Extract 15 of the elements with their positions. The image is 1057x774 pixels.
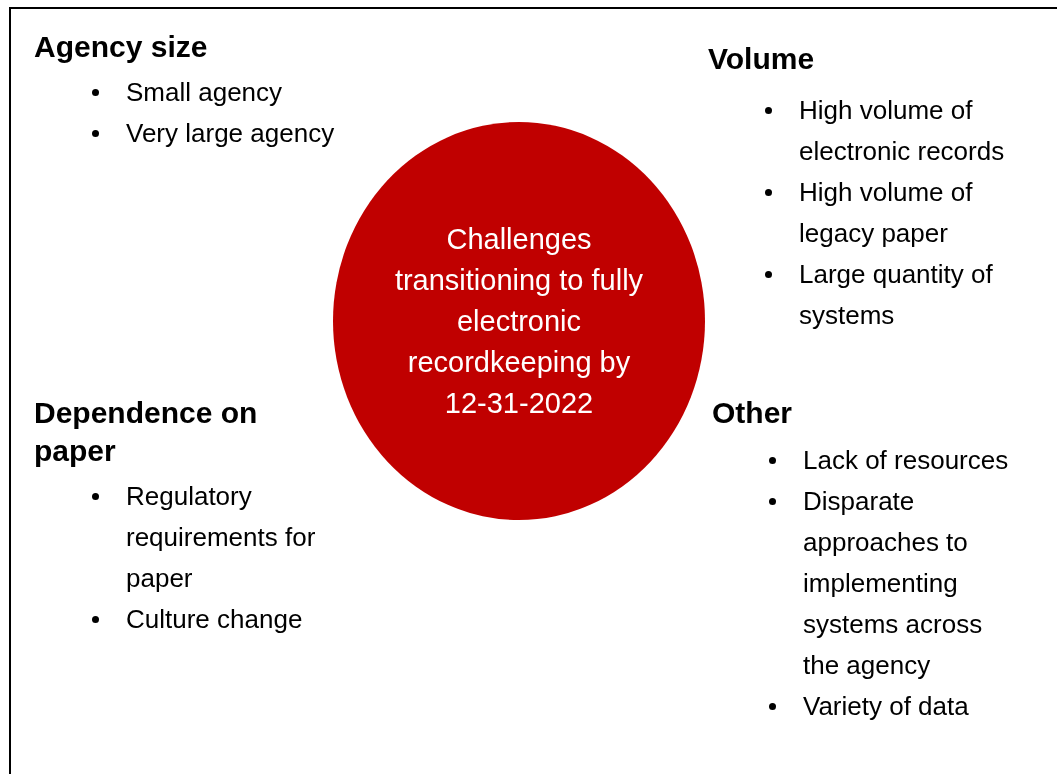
bullet-text: High volume of legacy paper xyxy=(799,176,974,250)
node-text: Challenges transitioning to fully electronic recordkeeping by 12-31-2022 xyxy=(394,221,644,421)
category-heading: Agency size xyxy=(34,29,209,65)
category-heading: Dependence on paper xyxy=(34,395,259,469)
bullet-text: Disparate approaches to implementing systems across the agency xyxy=(803,485,984,682)
bullet-text: Large quantity of systems xyxy=(799,258,994,332)
bullet-text: High volume of electronic records xyxy=(799,94,1006,168)
bullet-text: Very large agency xyxy=(126,117,336,150)
category-heading: Other xyxy=(712,395,793,431)
bullet-text: Regulatory requirements for paper xyxy=(126,480,316,595)
bullet-text: Small agency xyxy=(126,76,284,109)
category-heading: Volume xyxy=(708,41,816,77)
bullet-text: Lack of resources xyxy=(803,444,1010,477)
bullet-text: Variety of data xyxy=(803,690,970,723)
bullet-text: Culture change xyxy=(126,603,304,636)
